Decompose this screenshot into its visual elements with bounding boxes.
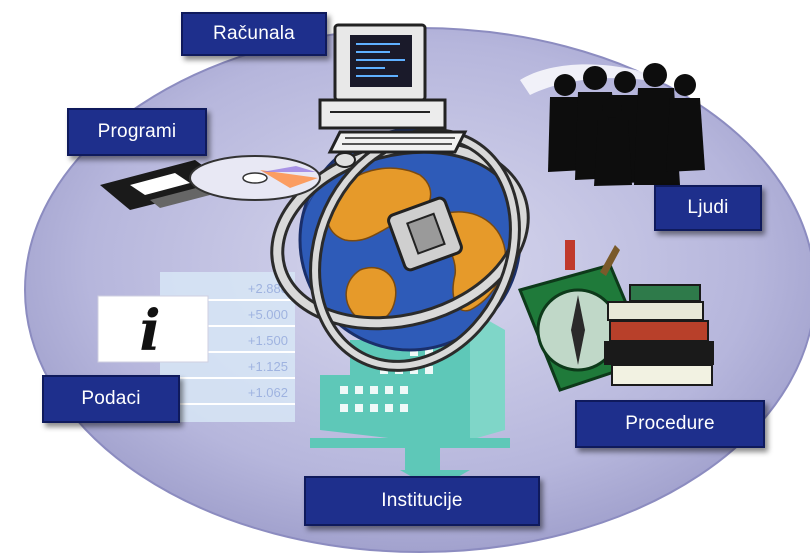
data-value: +1.500 (248, 333, 288, 348)
data-value: +5.000 (248, 307, 288, 322)
data-value: +1.062 (248, 385, 288, 400)
info-icon: i (97, 295, 209, 364)
label-institucije: Institucije (304, 476, 540, 526)
label-podaci: Podaci (42, 375, 180, 423)
people-silhouettes-icon (548, 63, 705, 186)
label-procedure: Procedure (575, 400, 765, 448)
cd-icon (189, 155, 321, 201)
ellipse-highlight (520, 64, 700, 95)
label-programi: Programi (67, 108, 207, 156)
books-icon (604, 284, 714, 386)
data-value: +1.125 (248, 359, 288, 374)
data-value: +2.888 (248, 281, 288, 296)
label-ljudi: Ljudi (654, 185, 762, 231)
computer-icon (318, 23, 468, 168)
compass-icon (517, 240, 653, 392)
label-racunala: Računala (181, 12, 327, 56)
info-symbol: i (139, 298, 160, 364)
